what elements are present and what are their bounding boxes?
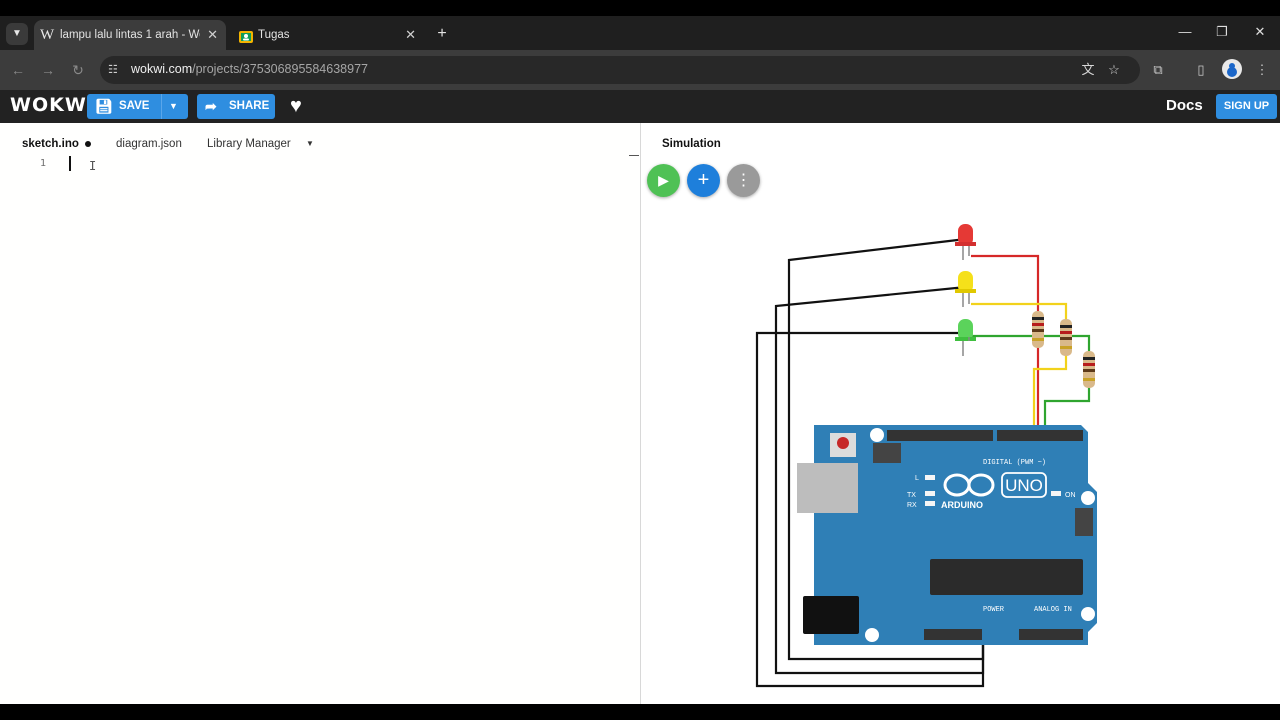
simulation-pane: Simulation ▶ + ⋮ bbox=[641, 123, 1280, 704]
url-text: wokwi.com/projects/375306895584638977 bbox=[131, 62, 368, 76]
tab-title: lampu lalu lintas 1 arah - Wokwi bbox=[60, 29, 200, 41]
board-brand-label: ARDUINO bbox=[941, 500, 983, 510]
forward-icon[interactable]: → bbox=[41, 62, 55, 78]
simulation-title: Simulation bbox=[662, 138, 721, 150]
new-tab-icon[interactable]: + bbox=[437, 25, 447, 42]
close-tab-icon[interactable]: ✕ bbox=[405, 27, 416, 42]
resistor-2[interactable] bbox=[1060, 319, 1072, 356]
save-label: SAVE bbox=[119, 100, 150, 112]
tab-library-manager[interactable]: Library Manager bbox=[207, 138, 291, 150]
led-red[interactable] bbox=[955, 224, 976, 260]
wikipedia-w-icon: W bbox=[40, 27, 55, 43]
restore-window-icon[interactable]: ❐ bbox=[1216, 24, 1228, 39]
digital-header-1 bbox=[887, 430, 993, 441]
wire-red[interactable] bbox=[971, 254, 1040, 311]
docs-link[interactable]: Docs bbox=[1166, 97, 1203, 114]
led-on-label: ON bbox=[1065, 492, 1076, 499]
plus-icon: + bbox=[697, 169, 710, 191]
wire-yellow[interactable] bbox=[971, 302, 1068, 319]
more-vertical-icon: ⋮ bbox=[735, 172, 752, 189]
classroom-icon bbox=[238, 27, 254, 43]
tab-search-dropdown-icon[interactable]: ▼ bbox=[6, 23, 28, 45]
wire-green-to-pin[interactable] bbox=[1043, 388, 1091, 433]
analog-header bbox=[1019, 629, 1083, 640]
wokwi-header: WOKWI 💾︎ SAVE ▼ ➦ SHARE ♥ Docs SIGN UP bbox=[0, 90, 1280, 123]
wire-green[interactable] bbox=[971, 334, 1091, 351]
tab-wokwi[interactable]: W lampu lalu lintas 1 arah - Wokwi ✕ bbox=[34, 20, 226, 50]
analog-header-label: ANALOG IN bbox=[1034, 606, 1072, 614]
tab-diagram-json[interactable]: diagram.json bbox=[116, 138, 182, 150]
reload-icon[interactable]: ↻ bbox=[72, 62, 84, 78]
screen-bottom-border bbox=[0, 704, 1280, 720]
circuit-diagram: UNO ARDUINO DIGITAL (PWM ~) POWER ANALOG… bbox=[755, 224, 1097, 688]
gnd-wires bbox=[755, 237, 985, 688]
power-header-label: POWER bbox=[983, 606, 1005, 614]
heart-icon[interactable]: ♥ bbox=[290, 95, 302, 117]
wokwi-logo[interactable]: WOKWI bbox=[10, 94, 95, 116]
minimize-window-icon[interactable]: — bbox=[1178, 24, 1192, 39]
resistor-1[interactable] bbox=[1032, 311, 1044, 348]
back-icon[interactable]: ← bbox=[11, 62, 25, 78]
floppy-disk-icon: 💾︎ bbox=[95, 98, 113, 114]
share-button[interactable]: ➦ SHARE bbox=[197, 94, 275, 119]
atmega-chip bbox=[930, 559, 1083, 595]
led-l-label: L bbox=[915, 475, 919, 482]
mouse-ibeam-icon: I bbox=[89, 159, 97, 173]
code-editor-pane: sketch.ino diagram.json Library Manager … bbox=[0, 123, 640, 704]
translate-icon[interactable]: ⽂ bbox=[1081, 62, 1095, 77]
text-cursor bbox=[69, 156, 71, 171]
unsaved-dot-icon bbox=[84, 140, 91, 147]
browser-menu-icon[interactable]: ⋮ bbox=[1255, 62, 1269, 77]
signal-wires bbox=[971, 254, 1091, 433]
tab-title: Tugas bbox=[258, 29, 290, 41]
power-header bbox=[924, 629, 982, 640]
power-jack bbox=[803, 596, 859, 634]
save-button[interactable]: 💾︎ SAVE ▼ bbox=[87, 94, 188, 119]
digital-header-2 bbox=[997, 430, 1083, 441]
add-part-button[interactable]: + bbox=[687, 164, 720, 197]
line-number: 1 bbox=[40, 158, 47, 169]
resistor-3[interactable] bbox=[1083, 351, 1095, 388]
extensions-icon[interactable]: ⧉ bbox=[1153, 62, 1163, 77]
pane-divider[interactable] bbox=[640, 123, 641, 704]
close-tab-icon[interactable]: ✕ bbox=[207, 27, 218, 42]
bookmark-star-icon[interactable]: ☆ bbox=[1108, 62, 1120, 77]
share-arrow-icon: ➦ bbox=[205, 98, 217, 114]
led-tx-label: TX bbox=[907, 492, 916, 499]
play-icon: ▶ bbox=[658, 172, 669, 188]
tab-sketch-ino[interactable]: sketch.ino bbox=[22, 138, 91, 150]
address-bar[interactable]: ☷ wokwi.com/projects/375306895584638977 … bbox=[100, 56, 1140, 84]
wire-yellow-to-pin[interactable] bbox=[1032, 356, 1068, 433]
led-yellow[interactable] bbox=[955, 271, 976, 307]
arduino-infinity-logo bbox=[943, 473, 995, 497]
start-simulation-button[interactable]: ▶ bbox=[647, 164, 680, 197]
side-panel-icon[interactable]: ▯ bbox=[1197, 62, 1205, 77]
collapse-editor-icon[interactable] bbox=[629, 155, 639, 156]
save-divider bbox=[161, 94, 162, 119]
browser-tab-strip: ▼ W lampu lalu lintas 1 arah - Wokwi ✕ T… bbox=[0, 16, 1280, 50]
led-green[interactable] bbox=[955, 319, 976, 356]
browser-toolbar: ← → ↻ ☷ wokwi.com/projects/3753068955846… bbox=[0, 50, 1280, 90]
chevron-down-icon[interactable]: ▼ bbox=[306, 139, 314, 148]
save-dropdown-icon[interactable]: ▼ bbox=[169, 101, 178, 111]
arduino-uno-board[interactable]: UNO ARDUINO DIGITAL (PWM ~) POWER ANALOG… bbox=[797, 425, 1097, 645]
share-label: SHARE bbox=[229, 100, 270, 112]
wire-gnd-green[interactable] bbox=[755, 331, 985, 688]
site-info-icon[interactable]: ☷ bbox=[108, 64, 118, 76]
board-model-label: UNO bbox=[1005, 476, 1043, 495]
profile-avatar-icon[interactable] bbox=[1222, 59, 1242, 79]
led-rx-label: RX bbox=[907, 502, 917, 509]
usb-port bbox=[797, 463, 858, 513]
digital-header-label: DIGITAL (PWM ~) bbox=[983, 459, 1046, 467]
close-window-icon[interactable]: ✕ bbox=[1254, 24, 1266, 39]
sign-up-button[interactable]: SIGN UP bbox=[1216, 94, 1277, 119]
tab-tugas[interactable]: Tugas ✕ bbox=[232, 20, 424, 50]
more-options-button[interactable]: ⋮ bbox=[727, 164, 760, 197]
